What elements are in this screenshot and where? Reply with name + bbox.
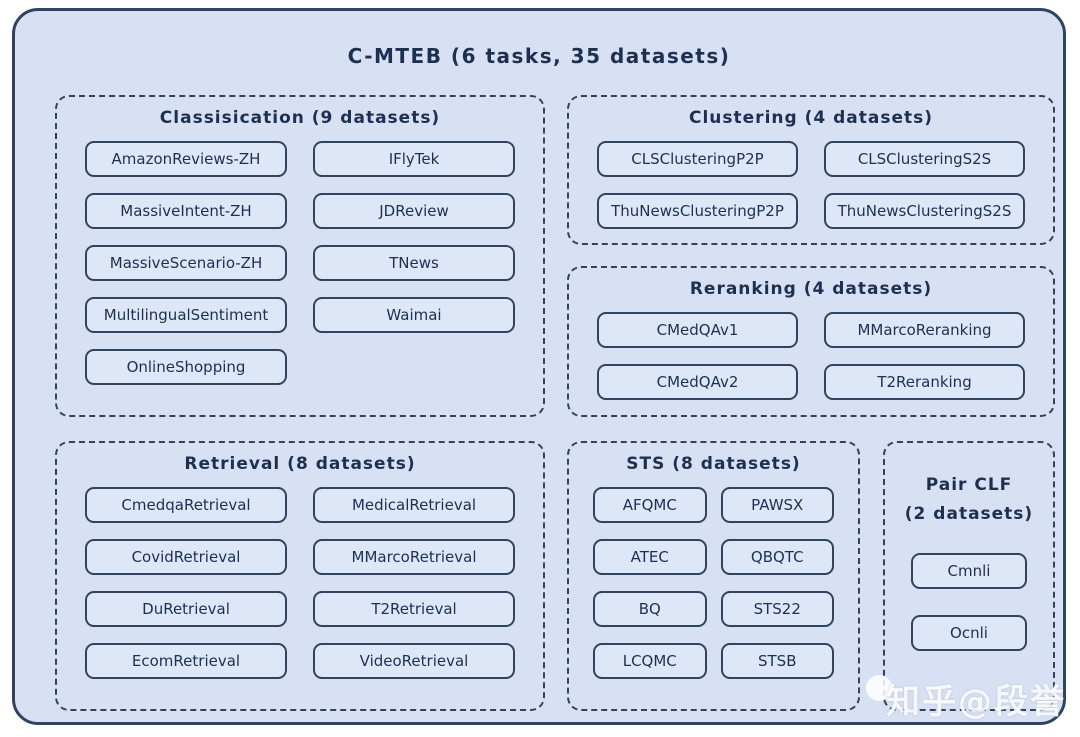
- dataset-node: CmedqaRetrieval: [85, 487, 287, 523]
- dataset-node: CMedQAv2: [597, 364, 798, 400]
- dataset-node: MMarcoRetrieval: [313, 539, 515, 575]
- section-pair-clf-title: Pair CLF (2 datasets): [885, 471, 1053, 529]
- section-reranking: Reranking (4 datasets) CMedQAv1 MMarcoRe…: [567, 266, 1055, 417]
- classification-grid: AmazonReviews-ZH IFlyTek MassiveIntent-Z…: [57, 128, 543, 385]
- section-reranking-title: Reranking (4 datasets): [689, 279, 933, 299]
- section-retrieval-title: Retrieval (8 datasets): [184, 454, 416, 474]
- section-retrieval: Retrieval (8 datasets) CmedqaRetrieval M…: [55, 441, 545, 711]
- diagram-frame: C-MTEB (6 tasks, 35 datasets) Classisica…: [12, 8, 1066, 725]
- dataset-node: STSB: [720, 643, 834, 679]
- dataset-node: MultilingualSentiment: [85, 297, 287, 333]
- dataset-node: QBQTC: [720, 539, 834, 575]
- dataset-node: T2Retrieval: [313, 591, 515, 627]
- diagram-title: C-MTEB (6 tasks, 35 datasets): [347, 44, 731, 68]
- sts-grid: AFQMC PAWSX ATEC QBQTC BQ STS22 LCQMC ST…: [569, 474, 858, 679]
- dataset-node: JDReview: [313, 193, 515, 229]
- dataset-node: LCQMC: [593, 643, 707, 679]
- dataset-node: AmazonReviews-ZH: [85, 141, 287, 177]
- section-sts: STS (8 datasets) AFQMC PAWSX ATEC QBQTC …: [567, 441, 860, 711]
- dataset-node: T2Reranking: [824, 364, 1025, 400]
- dataset-node: OnlineShopping: [85, 349, 287, 385]
- section-clustering: Clustering (4 datasets) CLSClusteringP2P…: [567, 95, 1055, 245]
- dataset-node: PAWSX: [720, 487, 834, 523]
- retrieval-grid: CmedqaRetrieval MedicalRetrieval CovidRe…: [57, 474, 543, 679]
- dataset-node: Cmnli: [911, 552, 1027, 589]
- dataset-node: CovidRetrieval: [85, 539, 287, 575]
- dataset-node: IFlyTek: [313, 141, 515, 177]
- pair-clf-title-line2: (2 datasets): [904, 503, 1034, 524]
- dataset-node: ATEC: [593, 539, 707, 575]
- section-sts-title: STS (8 datasets): [626, 454, 801, 474]
- section-classification-title: Classisication (9 datasets): [159, 108, 441, 128]
- reranking-grid: CMedQAv1 MMarcoReranking CMedQAv2 T2Rera…: [569, 299, 1053, 400]
- dataset-node: AFQMC: [593, 487, 707, 523]
- dataset-node: Ocnli: [911, 614, 1027, 651]
- clustering-grid: CLSClusteringP2P CLSClusteringS2S ThuNew…: [569, 128, 1053, 229]
- section-clustering-title: Clustering (4 datasets): [689, 108, 933, 128]
- dataset-node: VideoRetrieval: [313, 643, 515, 679]
- pair-clf-title-line1: Pair CLF: [925, 475, 1013, 495]
- dataset-node: ThuNewsClusteringS2S: [824, 193, 1025, 229]
- dataset-node: Waimai: [313, 297, 515, 333]
- dataset-node: CLSClusteringP2P: [597, 141, 798, 177]
- dataset-node: MassiveScenario-ZH: [85, 245, 287, 281]
- dataset-node: ThuNewsClusteringP2P: [597, 193, 798, 229]
- dataset-node: MMarcoReranking: [824, 312, 1025, 348]
- dataset-node: DuRetrieval: [85, 591, 287, 627]
- dataset-node: TNews: [313, 245, 515, 281]
- dataset-node: EcomRetrieval: [85, 643, 287, 679]
- dataset-node: CMedQAv1: [597, 312, 798, 348]
- dataset-node: CLSClusteringS2S: [824, 141, 1025, 177]
- dataset-node: MassiveIntent-ZH: [85, 193, 287, 229]
- section-classification: Classisication (9 datasets) AmazonReview…: [55, 95, 545, 417]
- pair-clf-grid: Cmnli Ocnli: [885, 529, 1053, 651]
- dataset-node: STS22: [720, 591, 834, 627]
- section-pair-clf: Pair CLF (2 datasets) Cmnli Ocnli: [883, 441, 1055, 711]
- dataset-node: MedicalRetrieval: [313, 487, 515, 523]
- dataset-node: BQ: [593, 591, 707, 627]
